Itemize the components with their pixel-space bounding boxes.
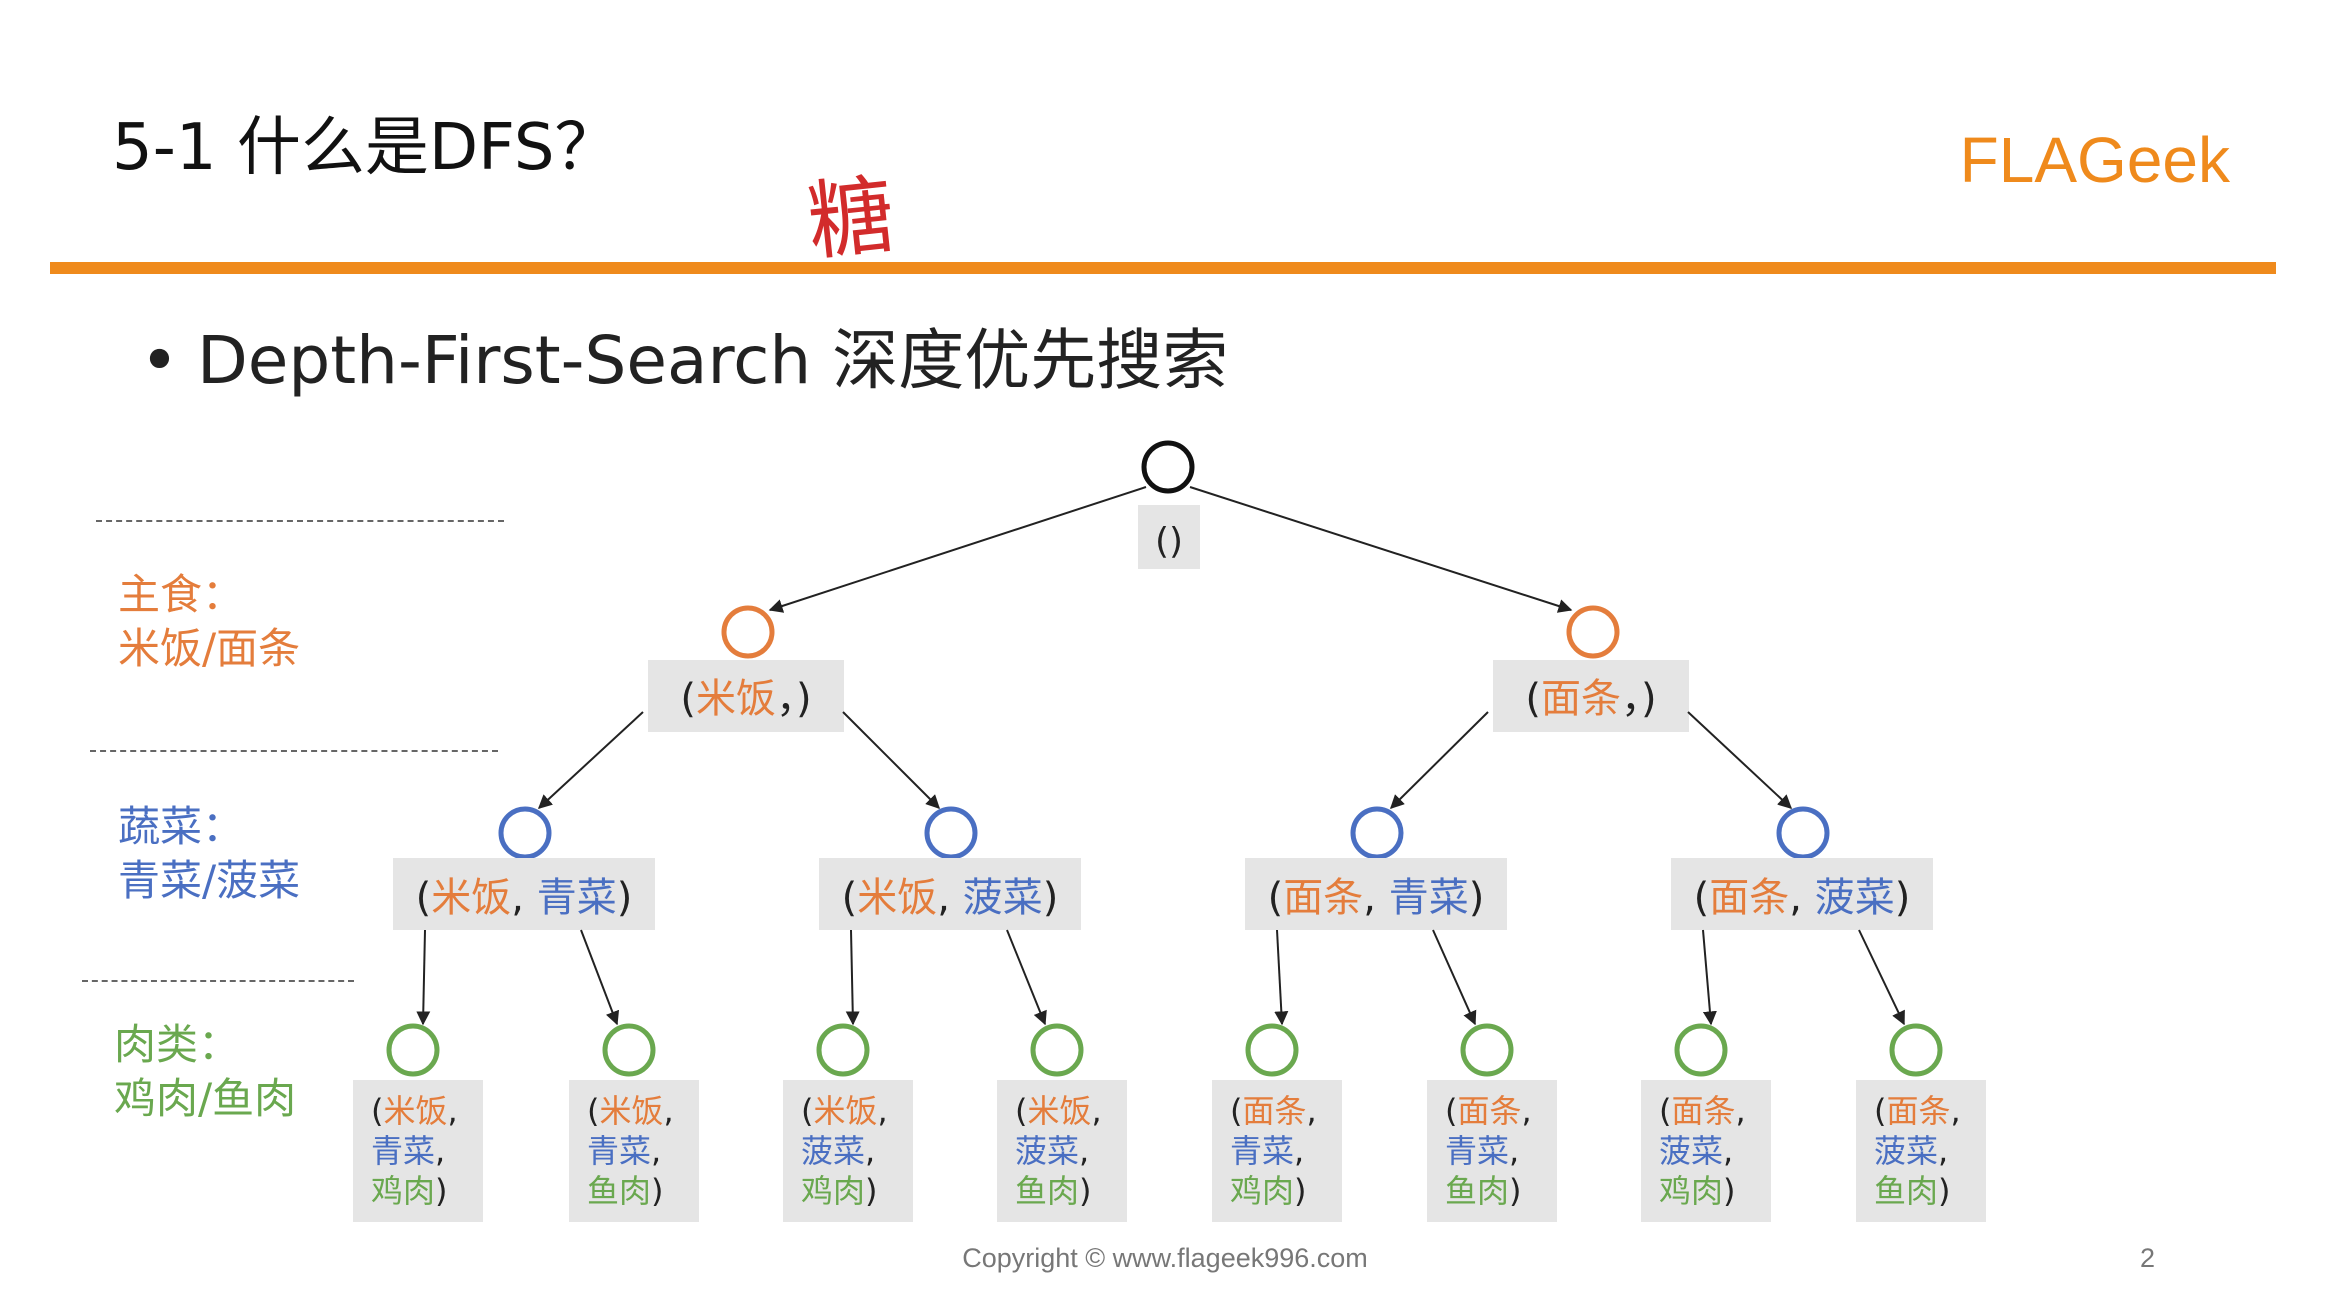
tree-label-level2: (米饭, 菠菜) <box>842 875 1059 921</box>
tree-label-level1: (面条，) <box>1525 676 1656 722</box>
tree-label-level3-line: (米饭, <box>1015 1092 1102 1130</box>
tree-node-level3 <box>816 1023 870 1077</box>
title-divider <box>50 262 2276 274</box>
level-label-line1: 主食： <box>118 570 245 619</box>
level-label-meat: 肉类： 鸡肉/鱼肉 <box>114 1018 296 1126</box>
tree-label-box <box>569 1080 699 1222</box>
tree-label-level3-line: (面条, <box>1874 1092 1961 1130</box>
tree-label-level3-line: 鸡肉) <box>371 1172 448 1210</box>
tree-node-level3 <box>1030 1023 1084 1077</box>
tree-edge-arrow <box>1274 929 1289 1026</box>
bullet-text: Depth-First-Search 深度优先搜索 <box>196 322 1229 399</box>
tree-edge-arrow <box>1189 486 1573 613</box>
tree-label-box <box>1641 1080 1771 1222</box>
page-number: 2 <box>2140 1243 2156 1273</box>
tree-label-level3-line: 鸡肉) <box>801 1172 878 1210</box>
tree-node-level3 <box>1674 1023 1728 1077</box>
tree-edge-arrow <box>1687 711 1793 809</box>
tree-label-level2: (米饭, 青菜) <box>416 875 633 921</box>
level-divider-1 <box>90 750 498 752</box>
tree-node-level2 <box>924 806 978 860</box>
tree-label-box <box>353 1080 483 1222</box>
tree-root-label: () <box>1155 521 1183 562</box>
tree-edge-arrow <box>1432 929 1477 1026</box>
tree-node-level3 <box>1245 1023 1299 1077</box>
tree-edge-arrow <box>1006 929 1047 1026</box>
bullet-dot: • <box>140 322 179 399</box>
tree-label-box <box>1493 660 1689 732</box>
tree-edge-arrow <box>537 711 644 809</box>
tree-label-box <box>997 1080 1127 1222</box>
tree-edge-arrow <box>1390 711 1489 809</box>
tree-label-level3-line: 鸡肉) <box>1230 1172 1307 1210</box>
tree-label-level3-line: (面条, <box>1445 1092 1532 1130</box>
tree-label-level3-line: 菠菜, <box>1659 1132 1733 1170</box>
footer-copyright: Copyright © www.flageek996.com <box>962 1243 1368 1273</box>
tree-node-level2 <box>498 806 552 860</box>
tree-label-box <box>1671 858 1933 930</box>
tree-node-level2 <box>1776 806 1830 860</box>
tree-node-level3 <box>1460 1023 1514 1077</box>
level-label-line2: 青菜/菠菜 <box>118 856 301 905</box>
level-label-vegetable: 蔬菜： 青菜/菠菜 <box>118 800 300 908</box>
tree-root-node <box>1141 440 1195 494</box>
tree-node-level1 <box>1566 605 1620 659</box>
tree-edge-arrow <box>416 929 431 1026</box>
level-label-line2: 鸡肉/鱼肉 <box>114 1074 297 1123</box>
tree-edge-arrow <box>580 929 620 1026</box>
tree-label-level3-line: 菠菜, <box>1874 1132 1948 1170</box>
tree-label-level3-line: (米饭, <box>371 1092 458 1130</box>
tree-label-level3-line: 鱼肉) <box>1015 1172 1092 1210</box>
tree-label-level3-line: (面条, <box>1659 1092 1746 1130</box>
tree-label-box <box>1245 858 1507 930</box>
tree-label-level3-line: 青菜, <box>1445 1132 1519 1170</box>
level-label-line1: 蔬菜： <box>118 802 245 851</box>
tree-label-box <box>648 660 844 732</box>
tree-label-level2: (面条, 青菜) <box>1268 875 1485 921</box>
brand-logo: FLAGeek <box>1959 124 2230 196</box>
tree-label-level3-line: 菠菜, <box>801 1132 875 1170</box>
tree-label-level3-line: 鱼肉) <box>1874 1172 1951 1210</box>
tree-label-level3-line: 鱼肉) <box>587 1172 664 1210</box>
tree-label-box <box>819 858 1081 930</box>
tree-label-level2: (面条, 菠菜) <box>1694 875 1911 921</box>
tree-label-box <box>1856 1080 1986 1222</box>
tree-label-level3-line: 鱼肉) <box>1445 1172 1522 1210</box>
tree-node-level3 <box>602 1023 656 1077</box>
tree-edge-arrow <box>1858 929 1905 1026</box>
tree-label-box <box>1212 1080 1342 1222</box>
tree-label-level3-line: (米饭, <box>801 1092 888 1130</box>
tree-label-level3-line: 青菜, <box>587 1132 661 1170</box>
tree-node-level2 <box>1350 806 1404 860</box>
tree-node-level3 <box>1889 1023 1943 1077</box>
tree-node-level3 <box>386 1023 440 1077</box>
level-label-staple: 主食： 米饭/面条 <box>118 568 300 676</box>
tree-label-level3-line: 菠菜, <box>1015 1132 1089 1170</box>
tree-label-level3-line: (米饭, <box>587 1092 674 1130</box>
tree-edge-arrow <box>842 711 940 809</box>
tree-label-level3-line: 青菜, <box>371 1132 445 1170</box>
level-divider-top <box>96 520 504 522</box>
tree-label-level3-line: 青菜, <box>1230 1132 1304 1170</box>
level-label-line2: 米饭/面条 <box>118 624 301 673</box>
tree-label-level3-line: (面条, <box>1230 1092 1317 1130</box>
tree-node-level1 <box>721 605 775 659</box>
tree-edge-arrow <box>845 929 860 1026</box>
tree-label-box <box>783 1080 913 1222</box>
level-label-line1: 肉类： <box>114 1020 241 1069</box>
tree-label-level3-line: 鸡肉) <box>1659 1172 1736 1210</box>
tree-label-level1: (米饭，) <box>680 676 811 722</box>
tree-edge-arrow <box>1702 929 1717 1026</box>
tree-label-box <box>1138 505 1200 569</box>
slide-title: 5-1 什么是DFS？ <box>112 111 619 185</box>
tree-label-box <box>1427 1080 1557 1222</box>
bullet-item: •Depth-First-Search 深度优先搜索 <box>140 328 1228 394</box>
tree-label-box <box>393 858 655 930</box>
level-divider-2 <box>82 980 354 982</box>
tree-edge-arrow <box>768 486 1147 613</box>
